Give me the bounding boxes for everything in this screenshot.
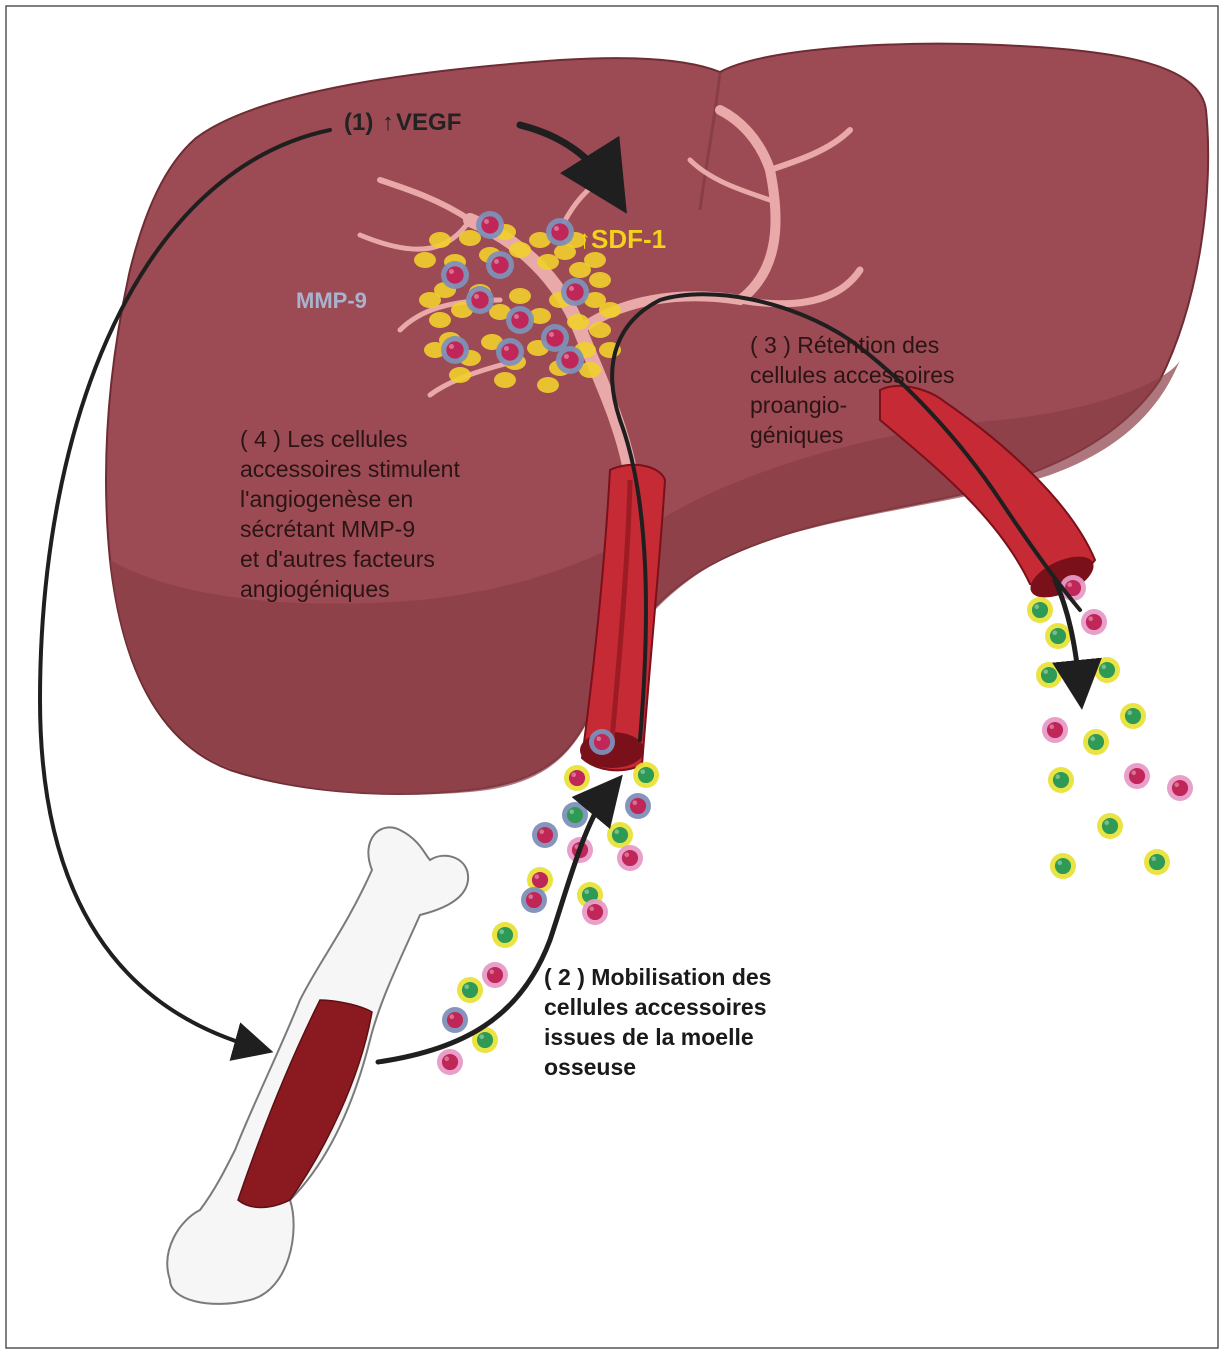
up-arrow-icon: ↑	[382, 108, 394, 138]
fat-cell	[414, 252, 436, 268]
vegf-label: (1) ↑VEGF	[344, 108, 461, 138]
accessory-cell	[582, 899, 608, 925]
fat-cell	[449, 367, 471, 383]
accessory-cell	[1094, 657, 1120, 683]
accessory-cell	[532, 822, 558, 848]
step2-description: ( 2 ) Mobilisation des cellules accessoi…	[544, 962, 771, 1082]
accessory-cell	[625, 793, 651, 819]
accessory-cell	[633, 762, 659, 788]
accessory-cell	[1097, 813, 1123, 839]
accessory-cell	[486, 251, 514, 279]
step3-description: ( 3 ) Rétention des cellules accessoires…	[750, 330, 955, 450]
step3-line: proangio-	[750, 390, 955, 420]
vegf-text: VEGF	[396, 109, 461, 136]
accessory-cell	[556, 346, 584, 374]
step1-number: (1)	[344, 109, 373, 136]
fat-cell	[509, 242, 531, 258]
fat-cell	[537, 377, 559, 393]
accessory-cell	[561, 278, 589, 306]
fat-cell	[459, 230, 481, 246]
step3-line: cellules accessoires	[750, 360, 955, 390]
step2-line: ( 2 ) Mobilisation des	[544, 962, 771, 992]
sdf1-text: SDF-1	[591, 224, 666, 254]
accessory-cell	[1027, 597, 1053, 623]
fat-cell	[589, 272, 611, 288]
accessory-cell	[521, 887, 547, 913]
accessory-cell	[482, 962, 508, 988]
accessory-cell	[457, 977, 483, 1003]
step2-line: cellules accessoires	[544, 992, 771, 1022]
accessory-cell	[617, 845, 643, 871]
accessory-cell	[607, 822, 633, 848]
accessory-cell	[546, 218, 574, 246]
fat-cell	[429, 312, 451, 328]
accessory-cell	[1120, 703, 1146, 729]
fat-cell	[537, 254, 559, 270]
accessory-cell	[506, 306, 534, 334]
accessory-cell	[1083, 729, 1109, 755]
accessory-cell	[496, 338, 524, 366]
accessory-cell	[1144, 849, 1170, 875]
accessory-cell	[441, 261, 469, 289]
fat-cell	[567, 314, 589, 330]
accessory-cell	[564, 765, 590, 791]
step3-line: géniques	[750, 420, 955, 450]
fat-cell	[419, 292, 441, 308]
accessory-cell	[1045, 623, 1071, 649]
step4-line: sécrétant MMP-9	[240, 514, 460, 544]
accessory-cell	[1167, 775, 1193, 801]
accessory-cell	[1048, 767, 1074, 793]
fat-cell	[589, 322, 611, 338]
accessory-cell	[492, 922, 518, 948]
accessory-cell	[1050, 853, 1076, 879]
step4-description: ( 4 ) Les cellules accessoires stimulent…	[240, 424, 460, 604]
up-arrow-icon: ↑	[578, 224, 591, 254]
fat-cell	[584, 252, 606, 268]
accessory-cell	[589, 729, 615, 755]
accessory-cell	[466, 286, 494, 314]
bone	[167, 827, 468, 1304]
accessory-cell	[476, 211, 504, 239]
accessory-cell	[441, 336, 469, 364]
step2-line: issues de la moelle	[544, 1022, 771, 1052]
mmp9-label: MMP-9	[296, 286, 367, 316]
accessory-cell	[1042, 717, 1068, 743]
accessory-cell	[562, 802, 588, 828]
accessory-cell	[1124, 763, 1150, 789]
accessory-cell	[442, 1007, 468, 1033]
accessory-cell	[1081, 609, 1107, 635]
accessory-cell	[437, 1049, 463, 1075]
fat-cell	[429, 232, 451, 248]
sdf1-label: ↑SDF-1	[578, 224, 666, 254]
step4-line: angiogéniques	[240, 574, 460, 604]
step3-line: ( 3 ) Rétention des	[750, 330, 955, 360]
accessory-cell	[1036, 662, 1062, 688]
step4-line: accessoires stimulent	[240, 454, 460, 484]
step4-line: l'angiogenèse en	[240, 484, 460, 514]
fat-cell	[509, 288, 531, 304]
step2-line: osseuse	[544, 1052, 771, 1082]
fat-cell	[494, 372, 516, 388]
step4-line: ( 4 ) Les cellules	[240, 424, 460, 454]
fat-cell	[599, 302, 621, 318]
step4-line: et d'autres facteurs	[240, 544, 460, 574]
